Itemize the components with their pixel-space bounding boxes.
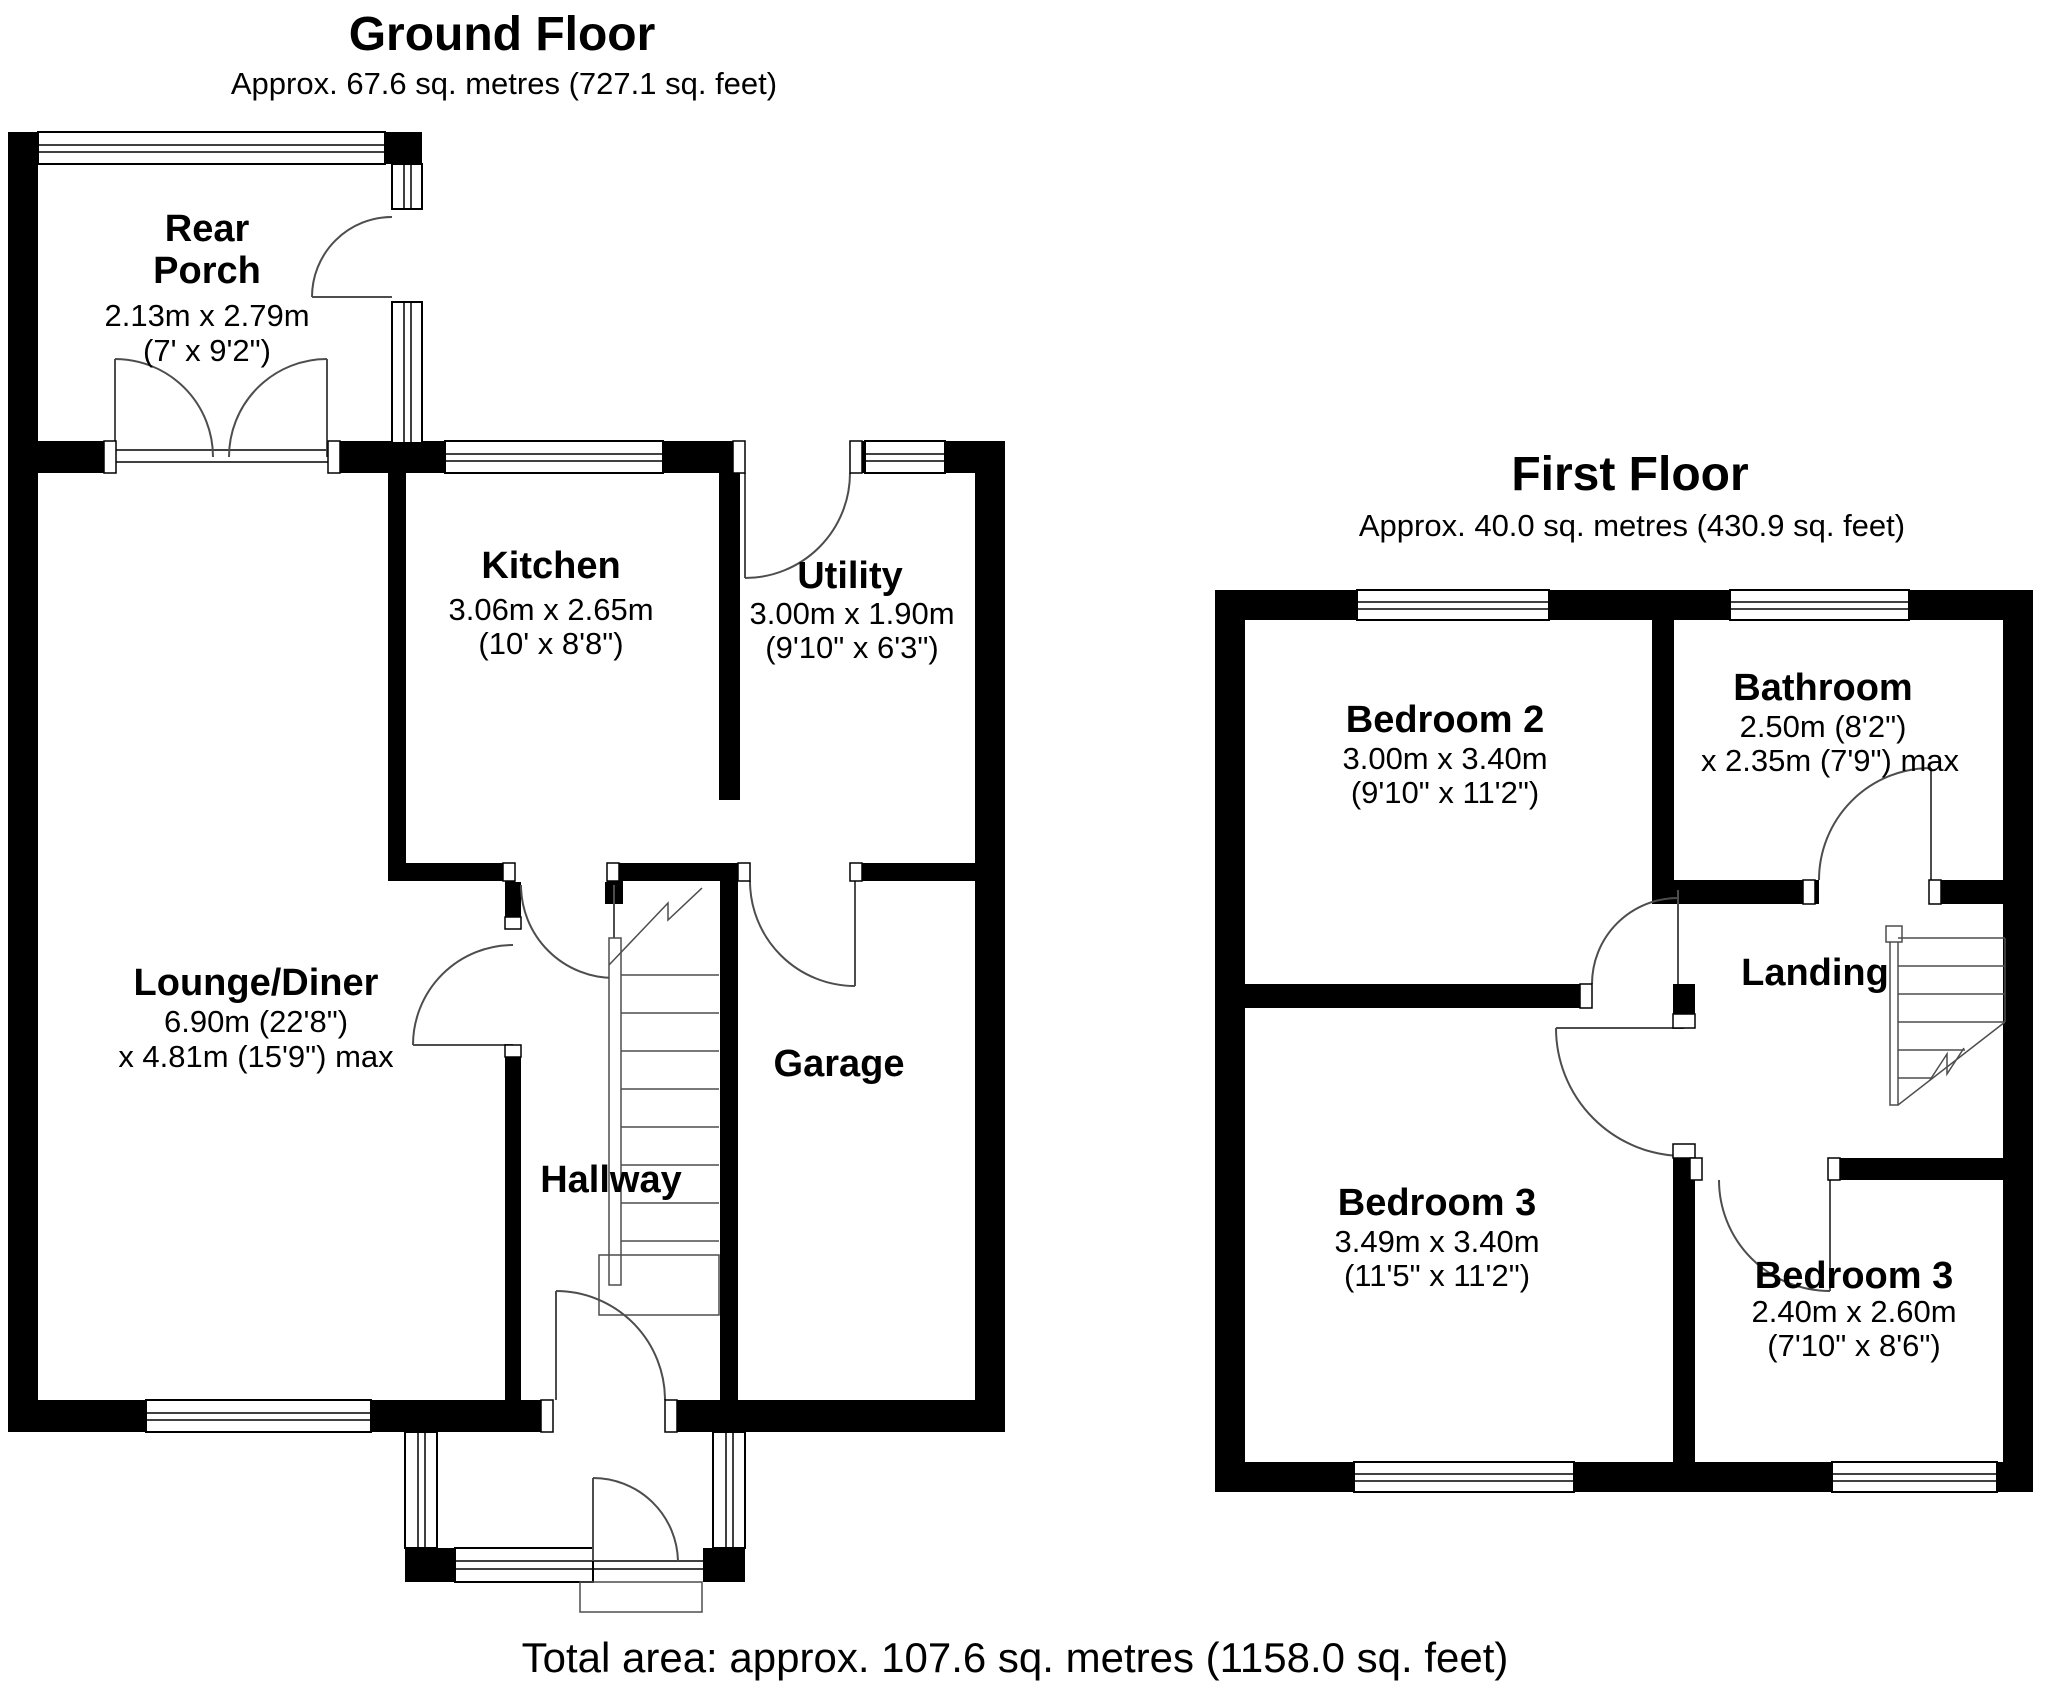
room-dims: 3.06m x 2.65m [448,592,653,627]
window [1729,589,1910,621]
stairs [1885,925,2006,1106]
room-dims: x 4.81m (15'9") max [118,1039,394,1074]
wall-openings [112,440,850,1433]
room-dims: (10' x 8'8") [478,626,623,661]
room-label-bathroom: Bathroom [1733,667,1912,709]
window [37,131,386,165]
room-dims: 3.00m x 1.90m [749,596,954,631]
room-dims: 6.90m (22'8") [164,1004,348,1039]
room-label-bedroom-3: Bedroom 3 [1338,1182,1536,1224]
room-dims: (11'5" x 11'2") [1344,1258,1530,1293]
room-label-lounge-diner: Lounge/Diner [134,962,379,1004]
ground-floor-plan: Ground Floor Approx. 67.6 sq. metres (72… [8,8,1005,1613]
window [1353,1461,1575,1493]
room-dims: 3.00m x 3.40m [1342,741,1547,776]
room-dims: (7'10" x 8'6") [1767,1328,1940,1363]
room-label-hallway: Hallway [540,1159,682,1201]
room-dims: 2.50m (8'2") [1740,709,1907,744]
first-floor-subtitle: Approx. 40.0 sq. metres (430.9 sq. feet) [1359,508,1905,543]
first-floor-plan: First Floor Approx. 40.0 sq. metres (430… [1215,448,2033,1493]
room-label-rear-porch: Porch [153,250,261,292]
door [311,216,393,298]
door [749,880,856,987]
door [1591,890,1679,985]
room-dims: (7' x 9'2") [143,333,271,368]
total-area-text: Total area: approx. 107.6 sq. metres (11… [522,1634,1509,1681]
door [412,944,514,1046]
door [1555,1027,1685,1157]
room-dims: 2.13m x 2.79m [104,298,309,333]
room-label-bedroom-3-small: Bedroom 3 [1755,1255,1953,1297]
room-dims: (9'10" x 6'3") [765,630,938,665]
room-label-utility: Utility [797,555,903,597]
wall-openings [1592,879,1929,1181]
first-floor-title: First Floor [1511,448,1748,501]
room-dims: 2.40m x 2.60m [1751,1294,1956,1329]
door [744,472,851,579]
stairs [598,887,720,1316]
ground-floor-subtitle: Approx. 67.6 sq. metres (727.1 sq. feet) [231,66,777,101]
room-label-kitchen: Kitchen [481,545,620,587]
room-label-bedroom-2: Bedroom 2 [1346,699,1544,741]
room-dims: 3.49m x 3.40m [1334,1224,1539,1259]
door [520,884,615,979]
ground-floor-title: Ground Floor [349,8,656,61]
room-dims: (9'10" x 11'2") [1351,775,1539,810]
porch-door [592,1477,679,1562]
porch-glazing [391,163,423,444]
window [444,440,664,474]
door [1818,767,1932,881]
door [1718,1179,1831,1292]
front-door [555,1290,666,1401]
window [864,440,946,474]
front-porch-glazing [404,1431,746,1613]
door-jambs [103,440,863,1433]
window [1831,1461,1998,1493]
door-jambs [1579,879,1942,1181]
room-label-rear-porch: Rear [165,208,250,250]
window [1356,589,1550,621]
room-label-landing: Landing [1741,952,1889,994]
window [145,1399,372,1433]
room-dims: x 2.35m (7'9") max [1701,743,1960,778]
room-label-garage: Garage [774,1043,905,1085]
